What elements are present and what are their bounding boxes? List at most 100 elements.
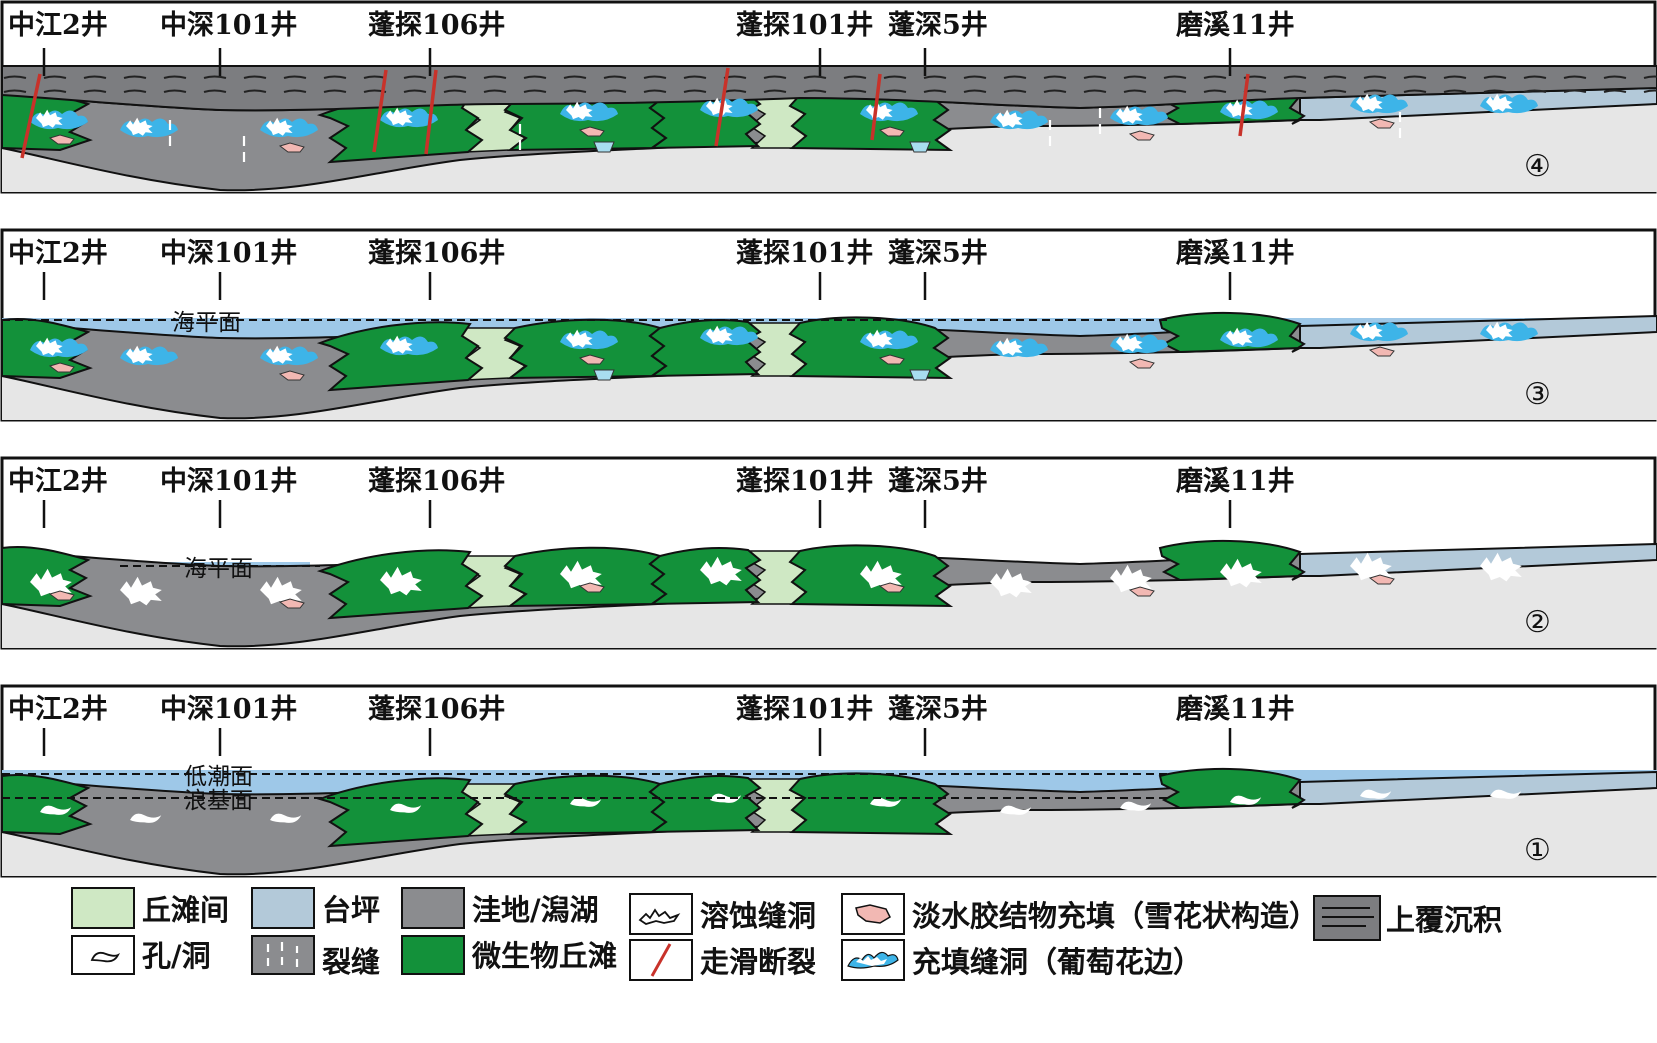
depression-swatch xyxy=(401,887,465,929)
dissolution-vug xyxy=(380,566,422,596)
platform-swatch xyxy=(251,887,315,929)
well-label: 蓬探106井 xyxy=(368,238,505,269)
dissolution-vug xyxy=(1110,564,1152,594)
legend-label-overburden: 上覆沉积 xyxy=(1386,903,1502,937)
pore-vug xyxy=(1000,805,1032,815)
fresh-water-cement xyxy=(578,354,605,365)
stage-3-panel: 中江2井中深101井蓬探106井蓬探101井蓬深5井磨溪11井海平面③ xyxy=(0,228,1657,422)
well-label: 蓬深5井 xyxy=(888,238,988,269)
legend-label-depression: 洼地/潟湖 xyxy=(472,893,599,927)
dissolution-vug xyxy=(1486,321,1513,340)
legend-label-fresh-water-cement: 淡水胶结物充填（雪花状构造） xyxy=(912,899,1318,933)
dissolution-vug xyxy=(1116,333,1143,352)
legend-label-interbank: 丘滩间 xyxy=(142,893,229,927)
fresh-water-cement xyxy=(48,362,75,373)
strike-slip-fault xyxy=(424,69,438,155)
fresh-water-cement xyxy=(48,134,75,145)
fresh-water-cement xyxy=(878,126,905,137)
dissolution-vug xyxy=(1356,93,1383,112)
dissolution-vug xyxy=(996,337,1023,356)
fresh-water-cement xyxy=(278,370,305,381)
level-label: 低潮面 xyxy=(184,764,253,790)
dissolution-vug xyxy=(866,329,893,348)
fresh-water-cement xyxy=(1368,118,1395,129)
dissolution-vug xyxy=(386,107,413,126)
well-label: 蓬探101井 xyxy=(736,694,873,725)
microbial-mound xyxy=(648,775,762,834)
well-label: 蓬探106井 xyxy=(368,466,505,497)
well-label: 磨溪11井 xyxy=(1176,694,1295,725)
dissolution-vug xyxy=(566,329,593,348)
dissolution-vug xyxy=(1226,327,1253,346)
pore-vug xyxy=(570,797,602,807)
dissolution-vug xyxy=(126,117,153,136)
dissolution-vug xyxy=(260,576,302,606)
fresh-water-cement xyxy=(48,590,75,601)
well-label: 蓬探106井 xyxy=(368,694,505,725)
grape-lace xyxy=(593,369,615,381)
fresh-water-cement xyxy=(578,126,605,137)
strike-slip-fault xyxy=(1238,73,1250,137)
pore-vug xyxy=(1360,789,1392,799)
well-label: 中江2井 xyxy=(8,466,108,497)
well-label: 磨溪11井 xyxy=(1176,10,1295,41)
microbial-mound xyxy=(316,321,484,392)
fresh-water-cement xyxy=(578,582,605,593)
fresh-water-cement xyxy=(1368,574,1395,585)
microbial-mound xyxy=(503,318,668,380)
well-label: 蓬深5井 xyxy=(888,466,988,497)
legend-label-dissolution: 溶蚀缝洞 xyxy=(700,899,816,933)
dissolution-vug xyxy=(1356,321,1383,340)
level-label: 海平面 xyxy=(184,556,253,582)
stage-number: ② xyxy=(1524,605,1551,640)
filled-cavity-icon xyxy=(841,939,905,981)
stage-number: ③ xyxy=(1524,377,1551,412)
well-label: 磨溪11井 xyxy=(1176,238,1295,269)
dissolution-vug xyxy=(1220,558,1262,588)
microbial-mound xyxy=(648,547,762,606)
dissolution-vug xyxy=(1350,552,1392,582)
legend-label-fracture: 裂缝 xyxy=(322,945,380,979)
grape-lace xyxy=(593,141,615,153)
legend-label-microbial-mound: 微生物丘滩 xyxy=(471,939,617,973)
well-label: 蓬探101井 xyxy=(736,238,873,269)
dissolution-vug xyxy=(266,117,293,136)
legend-label-pore-vug: 孔/洞 xyxy=(142,939,211,973)
dissolution-vug xyxy=(990,568,1032,598)
level-label: 浪基面 xyxy=(184,788,253,814)
dissolution-vug xyxy=(30,568,72,598)
dissolution-vug xyxy=(860,560,902,590)
well-label: 蓬探106井 xyxy=(368,10,505,41)
dissolution-vug xyxy=(1116,105,1143,124)
legend-label-strike-slip-fault: 走滑断裂 xyxy=(700,945,816,979)
well-label: 中深101井 xyxy=(160,466,297,497)
pore-vug xyxy=(130,813,162,823)
stage-number: ④ xyxy=(1524,149,1551,184)
pore-vug xyxy=(1230,795,1262,805)
microbial-mound xyxy=(788,772,954,836)
well-label: 蓬探101井 xyxy=(736,466,873,497)
dissolution-vug xyxy=(866,101,893,120)
interbank-swatch xyxy=(71,887,135,929)
well-label: 蓬深5井 xyxy=(888,694,988,725)
level-label: 海平面 xyxy=(172,310,241,336)
grape-lace xyxy=(909,369,931,381)
dissolution-vug xyxy=(700,556,742,586)
fracture-icon xyxy=(251,935,315,975)
well-label: 中深101井 xyxy=(160,694,297,725)
fresh-water-cement xyxy=(278,598,305,609)
microbial-mound xyxy=(1158,767,1306,810)
strike-slip-fault xyxy=(870,73,882,141)
overburden-bedding xyxy=(2,66,1657,94)
pore-vug xyxy=(1120,801,1152,811)
well-label: 中江2井 xyxy=(8,694,108,725)
well-label: 中江2井 xyxy=(8,10,108,41)
stage-4-panel: 中江2井中深101井蓬探106井蓬探101井蓬深5井磨溪11井④ xyxy=(0,0,1657,194)
strike-slip-fault xyxy=(714,67,730,147)
legend-label-platform: 台坪 xyxy=(322,893,380,927)
dissolution-vug xyxy=(36,337,63,356)
well-label: 蓬深5井 xyxy=(888,10,988,41)
well-label: 中深101井 xyxy=(160,10,297,41)
fresh-water-cement xyxy=(1128,586,1155,597)
